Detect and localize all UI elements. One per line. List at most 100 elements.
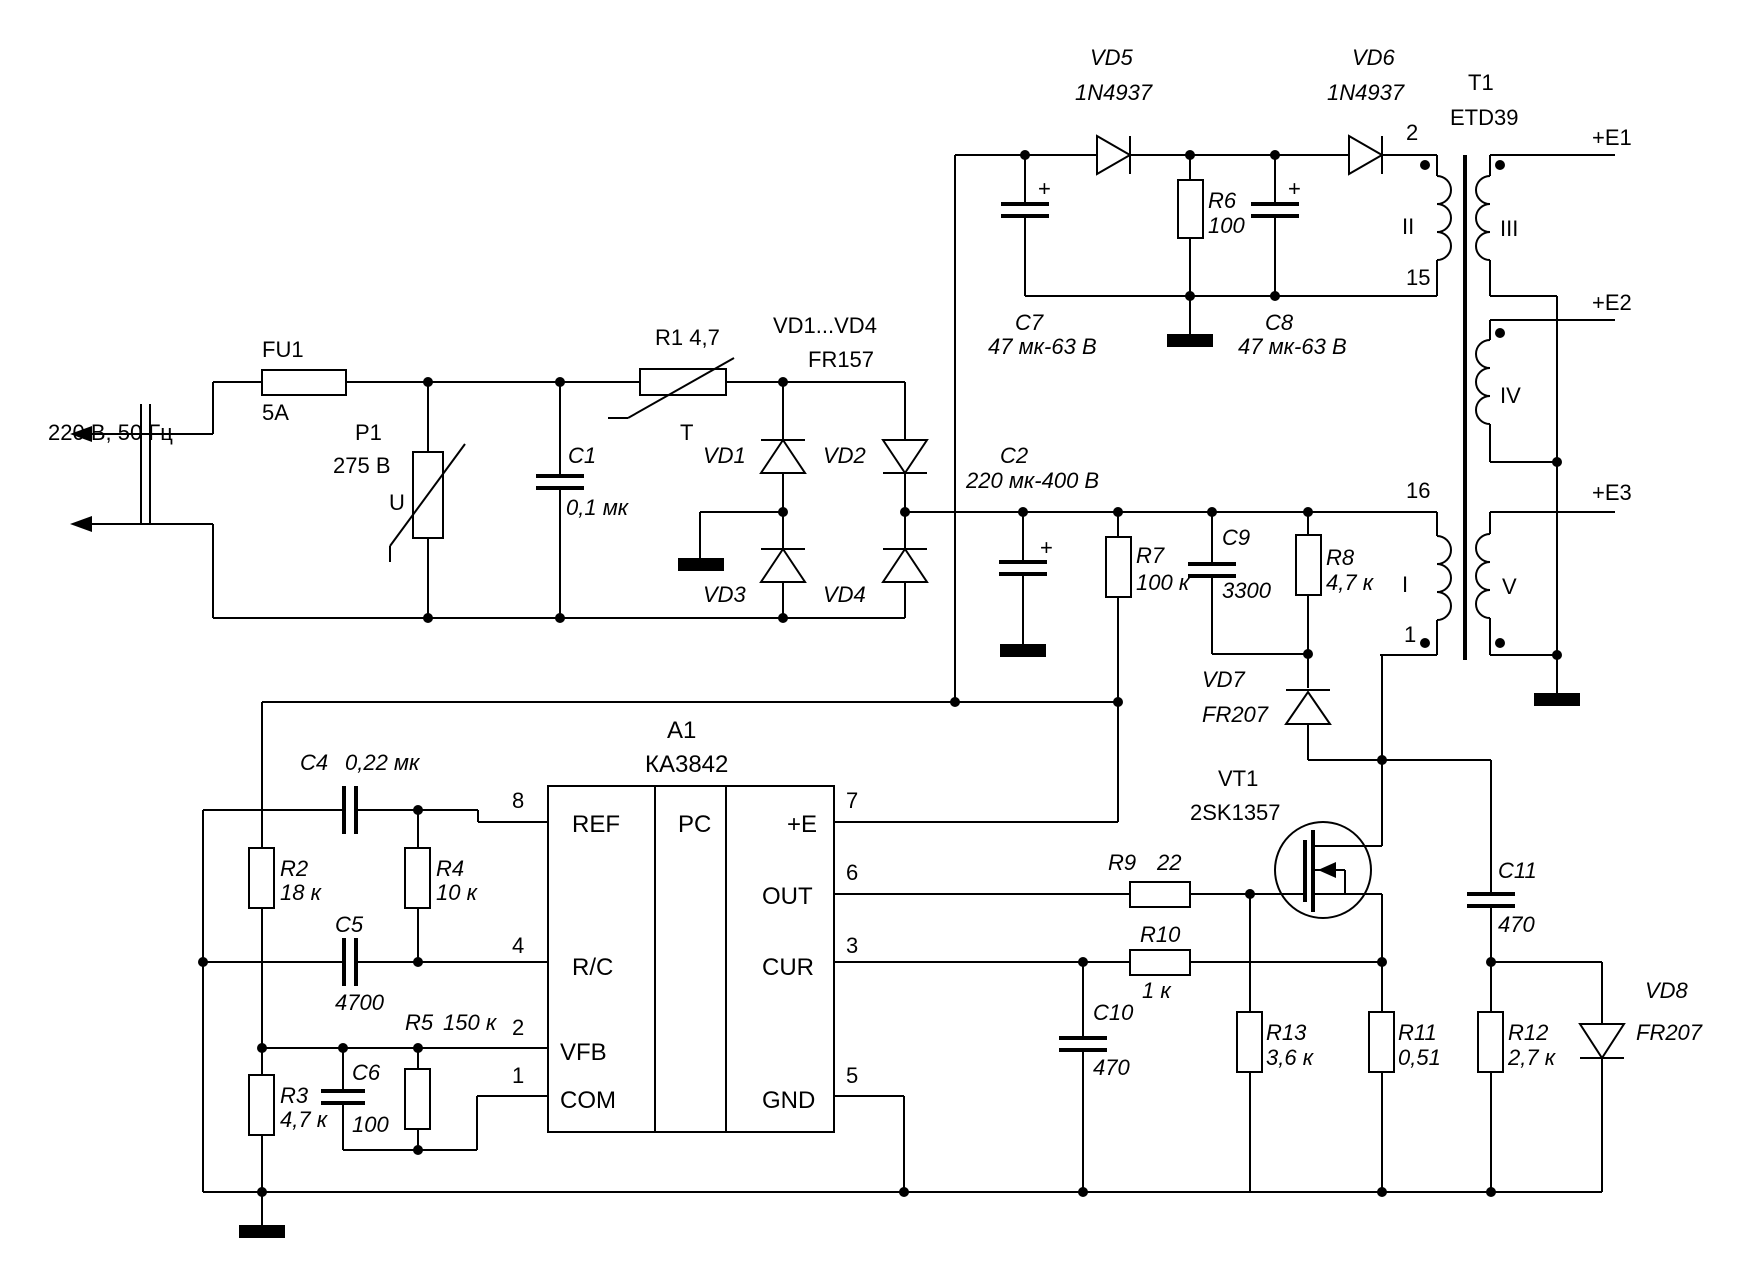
ground-icon [239,1225,285,1238]
vd3-label: VD3 [703,582,747,607]
resistor-r6 [1177,179,1204,239]
diode-vd7 [1284,690,1332,725]
c11-value: 470 [1498,912,1535,937]
r13-value: 3,6 к [1266,1045,1315,1070]
c10-value: 470 [1093,1055,1130,1080]
resistor-r13 [1236,1011,1263,1073]
r11-label: R11 [1398,1020,1437,1045]
pin-1: 1 [512,1063,524,1088]
pin2: 2 [1406,120,1418,145]
pin-out: OUT [762,883,813,910]
pin-ref: REF [572,811,620,838]
vd6-type: 1N4937 [1327,80,1405,105]
vd5-type: 1N4937 [1075,80,1153,105]
r10-value: 1 к [1142,978,1172,1003]
p1-value: 275 В [333,453,391,478]
diode-vd4 [881,547,929,583]
junctions [198,150,1562,1197]
vd5-label: VD5 [1090,45,1134,70]
resistor-r11 [1368,1011,1395,1073]
e3-label: +E3 [1592,480,1632,505]
r12-label: R12 [1508,1020,1548,1045]
fuse-fu1 [261,369,347,396]
pin-2: 2 [512,1015,524,1040]
winding-i-label: I [1402,572,1408,597]
t1-label: T1 [1468,70,1494,95]
polarity-dot [1420,160,1430,170]
a1-type: КА3842 [645,751,728,778]
pin-cur: CUR [762,954,814,981]
diode-vd1 [759,438,807,474]
c11-label: C11 [1498,858,1537,883]
r9-label: R9 [1108,850,1136,875]
c5-label: C5 [335,912,364,937]
r1-label: R1 4,7 [655,325,720,350]
resistor-r7 [1105,536,1132,598]
ground-icon [1000,644,1046,657]
e1-label: +E1 [1592,125,1632,150]
vd7-type: FR207 [1202,702,1269,727]
r2-label: R2 [280,856,308,881]
fu1-value: 5A [262,400,289,425]
pin-8: 8 [512,788,524,813]
r1-t: T [680,420,693,445]
c6-label: C6 [352,1060,381,1085]
diode-vd2 [881,439,929,475]
diode-vd6 [1348,134,1385,176]
pin-6: 6 [846,860,858,885]
vd6-label: VD6 [1352,45,1396,70]
winding-ii [1436,175,1452,261]
c1-label: C1 [568,443,596,468]
c9-label: C9 [1222,525,1250,550]
polarity-dot [1495,328,1505,338]
ground-icon [1167,334,1213,347]
diode-vd3 [759,547,807,583]
r4-label: R4 [436,856,464,881]
resistor-r5 [404,1068,431,1130]
ic-a1 [547,785,835,1133]
polarity-dot [1495,160,1505,170]
resistor-r4 [404,847,431,909]
pin-pc: PC [678,811,711,838]
pin-4: 4 [512,933,524,958]
winding-v-label: V [1502,574,1517,599]
r6-label: R6 [1208,188,1237,213]
resistor-r9 [1129,881,1191,908]
r8-label: R8 [1326,545,1355,570]
r5-value: 150 к [443,1010,498,1035]
vd8-type: FR207 [1636,1020,1703,1045]
resistor-r12 [1477,1011,1504,1073]
polarity-dot [1495,638,1505,648]
c8-value: 47 мк-63 В [1238,334,1347,359]
r13-label: R13 [1266,1020,1307,1045]
vd4-label: VD4 [823,582,866,607]
p1-u: U [389,490,405,515]
vd8-label: VD8 [1645,978,1689,1003]
c5-value: 4700 [335,990,385,1015]
winding-ii-label: II [1402,214,1414,239]
diode-vd5 [1096,134,1133,176]
r9-value: 22 [1156,850,1181,875]
c1-value: 0,1 мк [566,495,630,520]
pin-3: 3 [846,933,858,958]
r12-value: 2,7 к [1507,1045,1557,1070]
vd1-label: VD1 [703,443,746,468]
c4-value: 0,22 мк [345,750,421,775]
c7-plus: + [1038,176,1051,201]
r5-label: R5 [405,1010,434,1035]
resistor-r10 [1129,949,1191,976]
winding-iv [1475,339,1491,425]
pin-gnd: GND [762,1087,815,1114]
r10-label: R10 [1140,922,1181,947]
arrow-icon [70,516,92,532]
c4-label: C4 [300,750,328,775]
a1-label: A1 [667,717,696,744]
fu1-label: FU1 [262,337,304,362]
pin-5: 5 [846,1063,858,1088]
resistor-r3 [248,1074,275,1136]
r8-value: 4,7 к [1326,570,1375,595]
ground-icon [1534,693,1580,706]
c10-label: C10 [1093,1000,1134,1025]
arrow-icon [70,426,92,442]
